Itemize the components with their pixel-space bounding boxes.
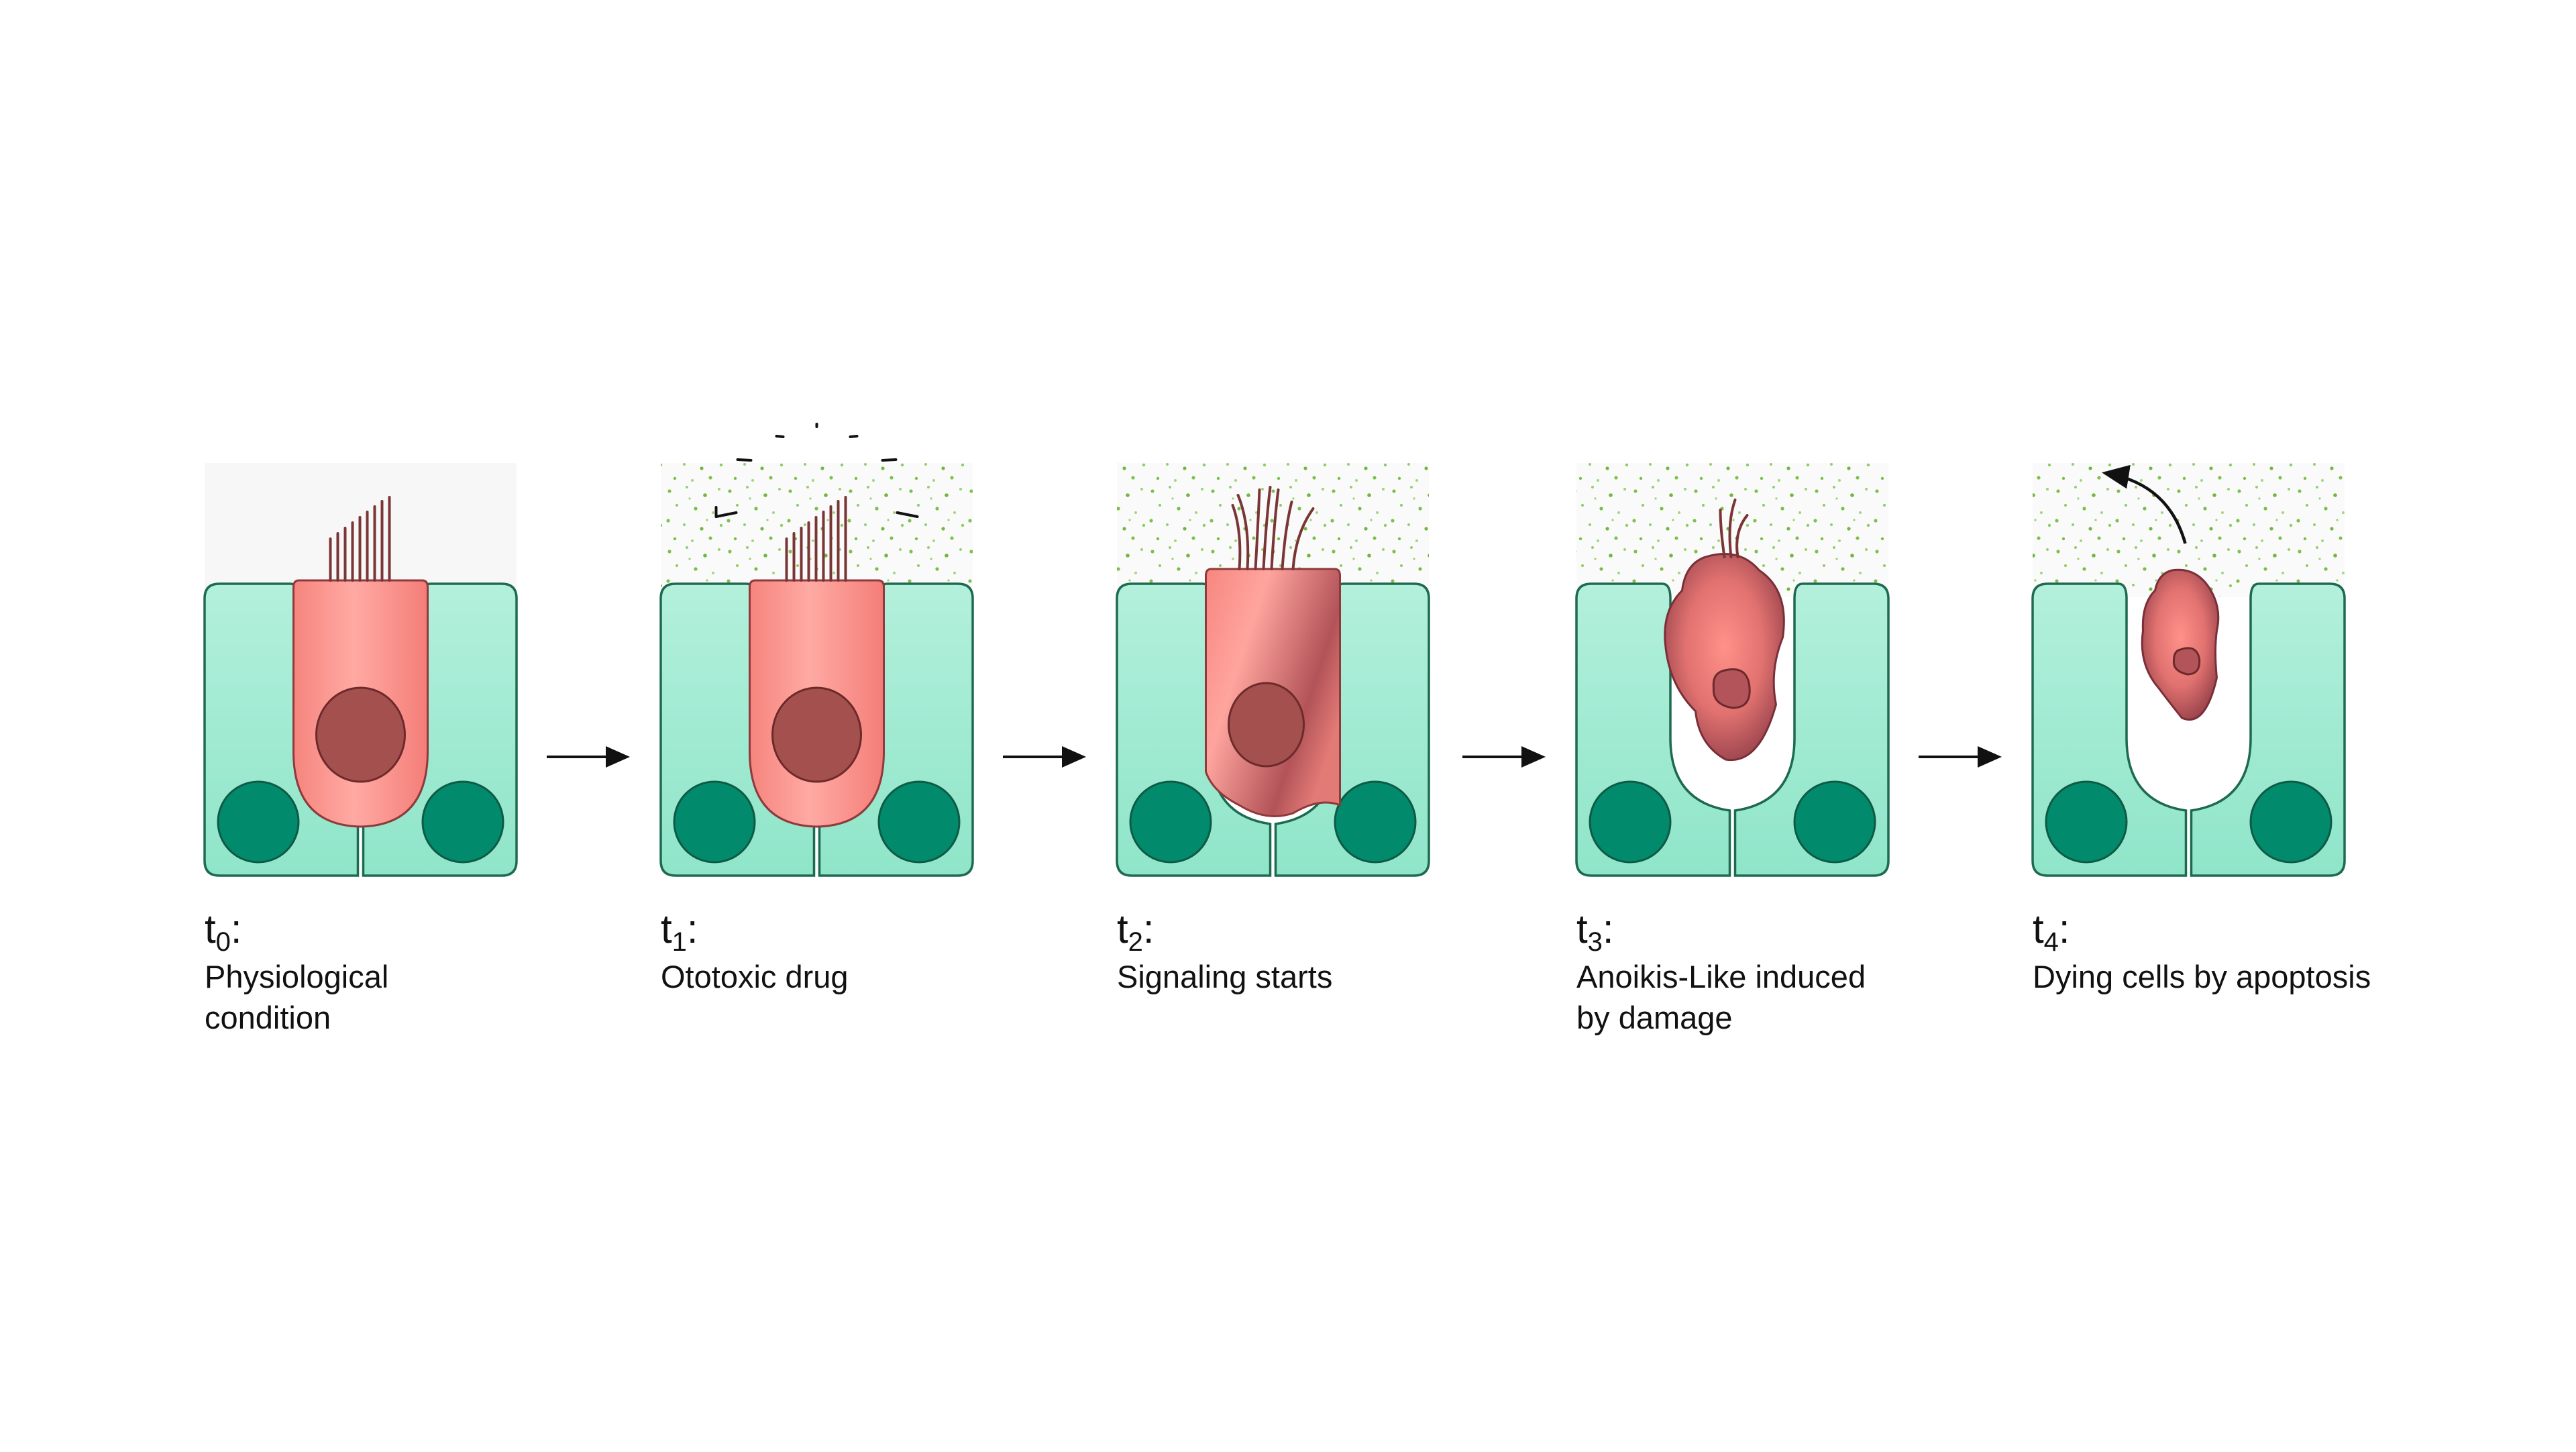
support-nucleus-left: [217, 780, 300, 864]
damage-rays: [714, 423, 919, 518]
stereocilia: [1231, 486, 1315, 570]
stage-caption-0: t0:Physiological condition: [205, 906, 388, 1035]
support-nucleus-right: [2249, 780, 2332, 864]
stage-description-line1: Anoikis-Like induced: [1576, 959, 1866, 994]
support-nucleus-left: [673, 780, 756, 864]
stage-panel-0: [203, 463, 518, 877]
hair-cell-nucleus: [771, 686, 862, 783]
stage-caption-4: t4:Dying cells by apoptosis: [2033, 906, 2371, 994]
stage-label: t3:: [1576, 906, 1614, 957]
support-nucleus-left: [1129, 780, 1212, 864]
support-nucleus-right: [421, 780, 504, 864]
fragmented-nucleus: [2172, 647, 2201, 676]
stage-description-line1: Ototoxic drug: [661, 959, 849, 994]
stage-caption-3: t3:Anoikis-Like induced by damage: [1576, 906, 1866, 1035]
stage-description-line1: Dying cells by apoptosis: [2033, 959, 2371, 994]
stage-description-line2: by damage: [1576, 1000, 1733, 1035]
stage-label: t0:: [205, 906, 242, 957]
extrusion-arrow: [2102, 464, 2187, 544]
stage-panel-3: [1575, 463, 1890, 877]
stage-caption-1: t1:Ototoxic drug: [661, 906, 849, 994]
stage-label: t2:: [1117, 906, 1155, 957]
stereocilia: [1719, 499, 1749, 558]
stage-panel-1: [659, 423, 974, 877]
support-nucleus-left: [1589, 780, 1672, 864]
hair-cell-nucleus: [315, 686, 406, 783]
fragmented-nucleus: [1712, 668, 1751, 709]
hair-cell-nucleus: [1228, 682, 1305, 768]
stage-description-line1: Signaling starts: [1117, 959, 1332, 994]
stereocilia: [329, 496, 391, 582]
stereocilia: [785, 496, 847, 582]
stage-caption-2: t2:Signaling starts: [1117, 906, 1332, 994]
support-nucleus-left: [2045, 780, 2128, 864]
stage-panel-4: [2031, 463, 2346, 877]
support-nucleus-right: [1334, 780, 1417, 864]
apoptotic-cell: [2141, 568, 2220, 721]
stage-description-line1: Physiological: [205, 959, 388, 994]
stage-label: t4:: [2033, 906, 2070, 957]
stage-panel-2: [1116, 463, 1430, 877]
damaged-hair-cell: [1664, 553, 1785, 762]
support-nucleus-right: [877, 780, 961, 864]
stage-label: t1:: [661, 906, 698, 957]
stage-description-line2: condition: [205, 1000, 331, 1035]
support-nucleus-right: [1793, 780, 1876, 864]
